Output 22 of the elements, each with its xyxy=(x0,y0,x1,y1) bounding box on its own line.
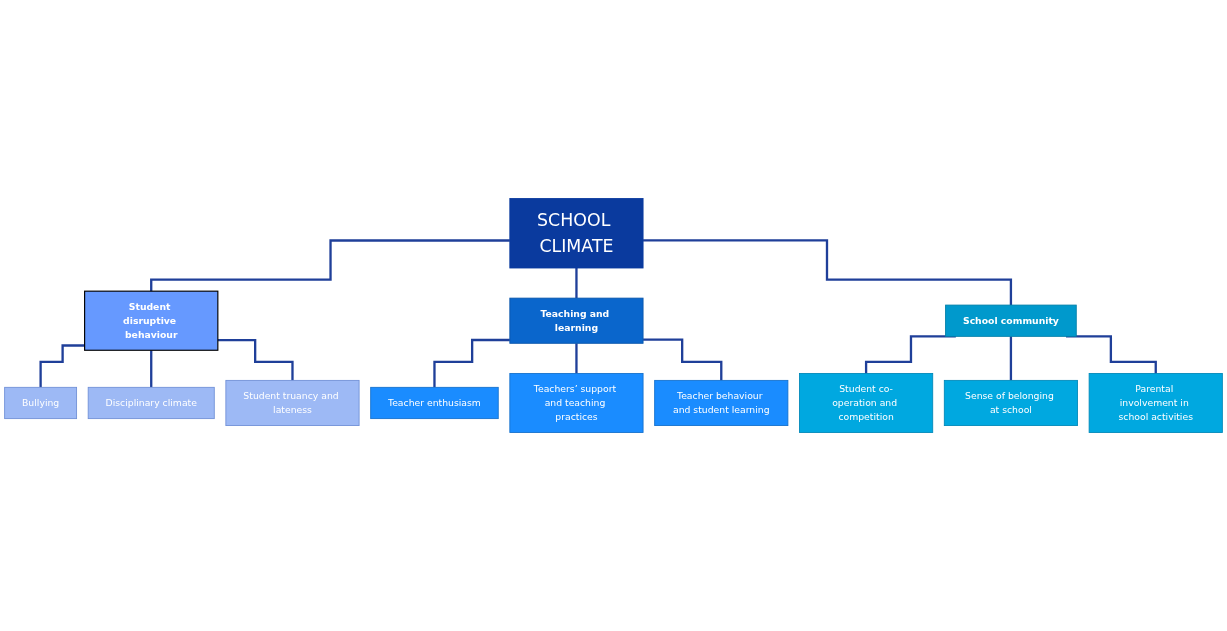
connector xyxy=(433,338,510,389)
node-box: Student co-operation and competition xyxy=(799,373,934,433)
node-box: Bullying xyxy=(4,386,78,420)
node-box: Sense of belonging at school xyxy=(943,379,1078,426)
connector xyxy=(643,239,1013,307)
connector xyxy=(217,338,294,382)
connector xyxy=(39,344,85,389)
connector xyxy=(1009,335,1013,382)
node-box: Teacher enthusiasm xyxy=(370,386,499,420)
connector xyxy=(150,239,510,293)
connector xyxy=(643,338,723,382)
node-box: Student truancy and lateness xyxy=(225,379,360,426)
node-box: Teacher behaviour and student learning xyxy=(654,379,789,426)
node-box: Parental involvement in school activities xyxy=(1088,373,1223,433)
connector xyxy=(150,349,153,389)
node-box: Teachers’ support and teaching practices xyxy=(509,373,644,433)
node-box: SCHOOL CLIMATE xyxy=(509,198,644,269)
connector xyxy=(575,342,578,375)
node-box: Disciplinary climate xyxy=(87,386,215,420)
node-box: Student disruptive behaviour xyxy=(84,290,219,351)
node-box: Teaching and learning xyxy=(509,297,644,344)
node-box: School community xyxy=(945,304,1077,337)
